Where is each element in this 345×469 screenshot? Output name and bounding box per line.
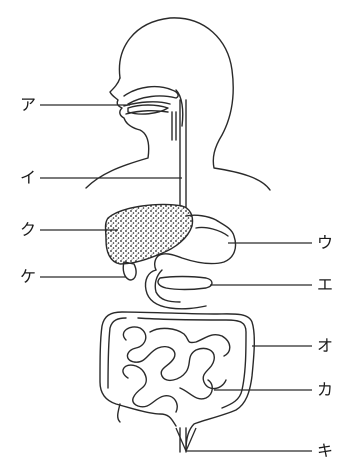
pancreas bbox=[158, 277, 212, 290]
label-ke: ケ bbox=[20, 269, 36, 285]
label-ku: ク bbox=[20, 222, 36, 238]
liver bbox=[106, 205, 193, 265]
appendix bbox=[118, 404, 120, 422]
leader-line-ki-branch bbox=[176, 428, 186, 451]
label-i: イ bbox=[20, 170, 36, 186]
label-a: ア bbox=[20, 97, 36, 113]
face-outline bbox=[86, 78, 149, 188]
label-ka: カ bbox=[317, 382, 333, 398]
label-u: ウ bbox=[317, 235, 333, 251]
stomach-inner bbox=[196, 227, 228, 236]
large-intestine-inner bbox=[108, 318, 246, 408]
trachea-line bbox=[172, 112, 176, 140]
head-outline bbox=[119, 18, 270, 190]
label-e: エ bbox=[317, 277, 333, 293]
label-ki: キ bbox=[317, 443, 333, 459]
label-o: オ bbox=[317, 338, 333, 354]
small-intestine bbox=[123, 327, 230, 412]
